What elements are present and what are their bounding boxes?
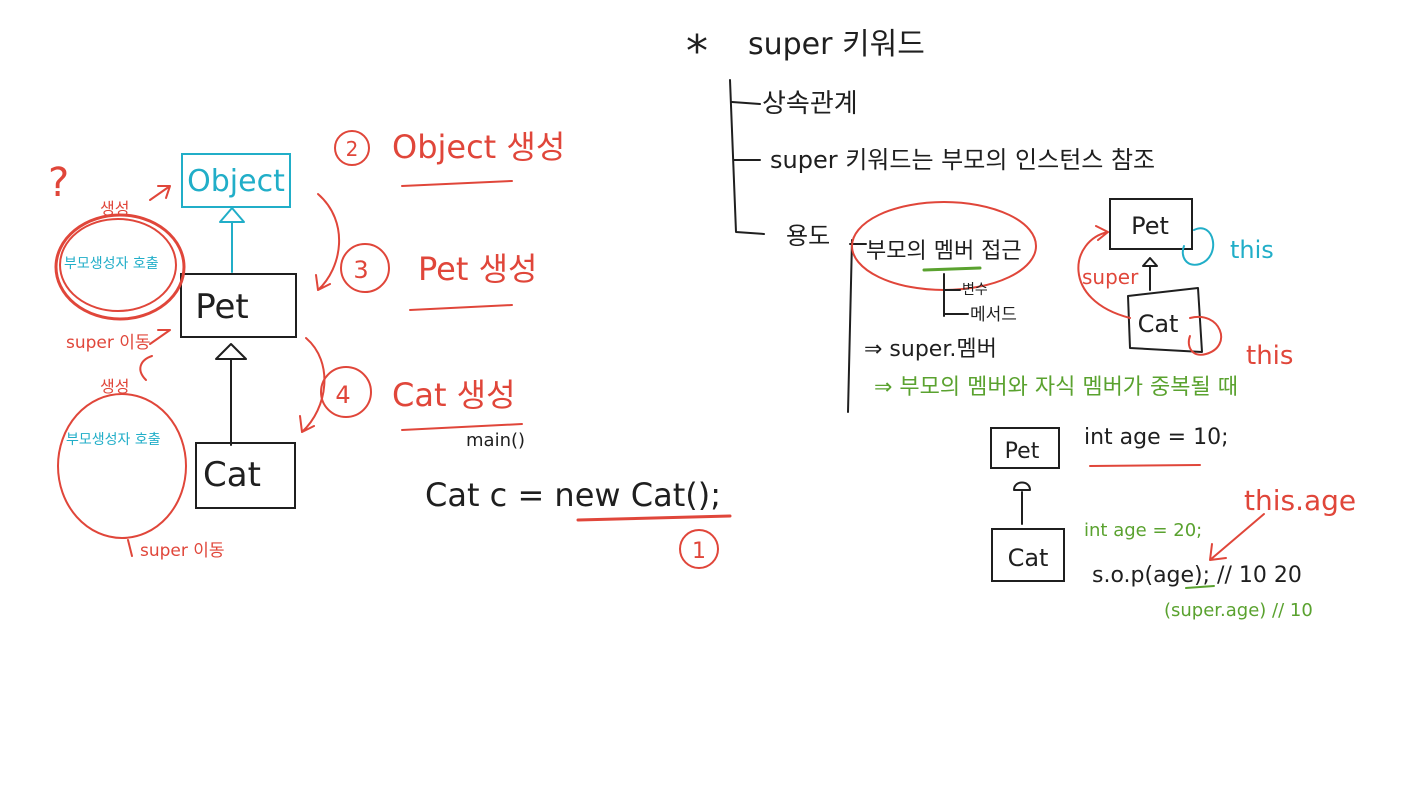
print-line: s.o.p(age); // 10 20: [1092, 563, 1302, 588]
diagram-pet-label: Pet: [1131, 212, 1169, 240]
note-bottom-red: 생성: [100, 377, 129, 396]
step-2-underline: [401, 180, 513, 187]
item-inheritance: 상속관계: [762, 89, 858, 119]
code-underline: [576, 514, 732, 522]
super-move-1-arrow: [149, 329, 171, 345]
note-bottom-teal: 부모생성자 호출: [66, 432, 161, 448]
step-3-circle: [340, 243, 390, 293]
diagram-inherit-arrow: [1142, 257, 1158, 291]
cat-box: [195, 442, 296, 509]
note-top-circle-2: [59, 218, 177, 312]
cat-box-label: Cat: [203, 455, 261, 495]
flow-arrow-to-pet: [315, 193, 340, 291]
use-sub-variable: 변수: [962, 282, 988, 298]
step-4-underline: [401, 423, 523, 431]
sub-branch-lines: [943, 273, 969, 317]
this-age: this.age: [1244, 484, 1356, 517]
use-sub-method: 메서드: [970, 305, 1017, 325]
note-bottom-circle: [57, 393, 187, 539]
title-text: super 키워드: [748, 27, 925, 62]
note-top-red: 생성: [100, 199, 129, 218]
note-top-arrow: [149, 185, 171, 201]
super-member: ⇒ super.멤버: [864, 337, 997, 362]
step-2-text: Object 생성: [392, 128, 565, 166]
step-2-number: 2: [346, 137, 359, 161]
super-move-2-mark: [127, 539, 133, 557]
cat-to-pet-arrow: [215, 343, 247, 446]
example-pet-label: Pet: [1005, 439, 1040, 464]
use-parent-member: 부모의 멤버 접근: [866, 239, 1022, 264]
example-cat-label: Cat: [1008, 544, 1049, 572]
step-4-text: Cat 생성: [392, 376, 516, 414]
super-move-2: super 이동: [140, 541, 225, 561]
note-top-circle: [54, 213, 186, 321]
pet-box-label: Pet: [195, 287, 249, 327]
flow-arrow-to-cat: [299, 337, 326, 433]
label-super: super: [1082, 265, 1139, 289]
super-move-1: super 이동: [66, 333, 151, 353]
usage-branch-line: [847, 239, 867, 413]
pet-field-underline: [1089, 464, 1201, 467]
step-1-number: 1: [692, 539, 706, 564]
diagram-cat-label: Cat: [1138, 310, 1179, 338]
step-2-circle: [334, 130, 370, 166]
diagram-cat-shape: [1127, 287, 1203, 353]
title-star: *: [686, 26, 708, 77]
label-this-red: this: [1246, 341, 1293, 371]
step-3-underline: [409, 304, 513, 311]
object-box: [181, 153, 291, 208]
step-1-circle: [679, 529, 719, 569]
super-age: (super.age) // 10: [1164, 600, 1313, 621]
object-box-label: Object: [187, 164, 285, 199]
step-3-text: Pet 생성: [418, 250, 537, 288]
step-4-circle: [320, 366, 372, 418]
cat-field: int age = 20;: [1084, 520, 1202, 541]
note-top-teal: 부모생성자 호출: [64, 256, 159, 272]
this-red-loop: [1187, 315, 1223, 356]
example-inherit-arrow: [1013, 481, 1031, 525]
label-this-teal: this: [1230, 236, 1274, 264]
pet-field: int age = 10;: [1084, 425, 1228, 450]
note-bottom-arrow: [139, 355, 153, 381]
pet-to-object-arrow: [219, 207, 245, 273]
super-curve-arrow: [1077, 225, 1131, 319]
green-note: ⇒ 부모의 멤버와 자식 멤버가 중복될 때: [874, 375, 1238, 400]
diagram-pet-box: [1109, 198, 1193, 250]
this-teal-loop: [1181, 227, 1215, 266]
example-pet-box: [990, 427, 1060, 469]
item-usage: 용도: [786, 222, 830, 250]
member-underline: [922, 266, 982, 272]
tree-lines: [729, 79, 765, 235]
question-mark: ?: [48, 160, 69, 206]
code-line: Cat c = new Cat();: [425, 476, 721, 514]
this-age-arrow: [1209, 513, 1265, 561]
item-super-reference: super 키워드는 부모의 인스턴스 참조: [770, 146, 1155, 174]
age-underline: [1185, 585, 1215, 589]
pet-box: [180, 273, 297, 338]
step-3-number: 3: [353, 256, 368, 284]
step-4-number: 4: [335, 381, 350, 409]
main-label: main(): [466, 430, 525, 451]
example-cat-box: [991, 528, 1065, 582]
